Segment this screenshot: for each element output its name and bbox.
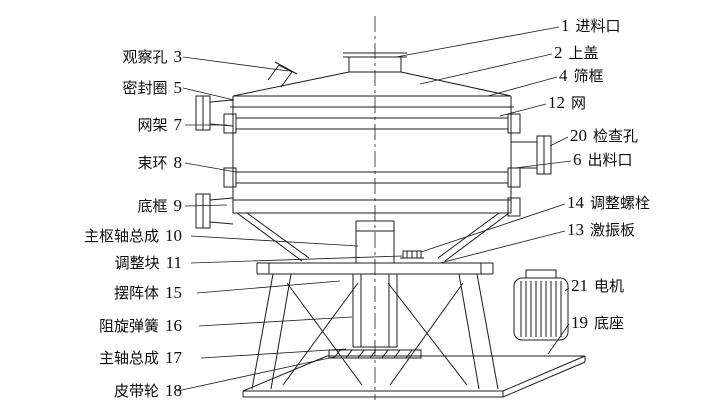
part-name: 底座: [594, 314, 625, 332]
part-number: 20: [570, 126, 587, 145]
part-number: 11: [165, 253, 182, 272]
part-number: 4: [559, 66, 568, 85]
adjust-bolt-block: [400, 250, 424, 259]
part-name: 进料口: [575, 17, 621, 35]
label-base: 19 底座: [571, 313, 625, 333]
label-clamp-ring: 束环 8: [8, 153, 183, 173]
base-plate: [242, 355, 586, 398]
leader-lines: [176, 26, 572, 392]
label-discharge-outlet: 6 出料口: [573, 150, 633, 170]
part-number: 16: [165, 316, 182, 335]
label-anti-rotation-spring: 阻旋弹簧 16: [8, 316, 182, 336]
sieve-body: [223, 95, 521, 217]
observation-pipe: [267, 61, 298, 88]
part-number: 12: [548, 93, 565, 112]
label-mesh: 12 网: [548, 93, 587, 113]
part-number: 13: [567, 220, 584, 239]
label-inspection-hole: 20 检查孔: [570, 126, 639, 146]
label-seal-ring: 密封圈 5: [8, 78, 183, 98]
label-adjust-bolt: 14 调整螺栓: [567, 193, 651, 213]
part-name: 调整块: [114, 254, 160, 272]
part-name: 上盖: [568, 44, 599, 62]
part-name: 激振板: [590, 221, 636, 239]
label-belt-pulley: 皮带轮 18: [8, 381, 182, 401]
part-number: 3: [173, 47, 183, 66]
part-name: 底框: [137, 197, 168, 215]
part-name: 调整螺栓: [590, 194, 651, 212]
label-motor: 21 电机: [571, 276, 625, 296]
label-oscillator-body: 摆阵体 15: [8, 283, 182, 303]
part-number: 14: [567, 193, 584, 212]
label-sieve-frame: 4 筛框: [559, 66, 604, 86]
main-shaft-column: [352, 274, 398, 348]
excitation-plate: [256, 262, 494, 275]
feed-inlet-pipe: [343, 52, 407, 72]
part-name: 筛框: [573, 67, 604, 85]
part-number: 18: [165, 381, 182, 400]
part-name: 网: [571, 94, 587, 112]
motor-body: [513, 269, 569, 341]
label-excitation-plate: 13 激振板: [567, 220, 636, 240]
part-name: 观察孔: [122, 48, 168, 66]
part-number: 7: [173, 115, 183, 134]
belt-pulley-disc: [328, 349, 422, 359]
part-number: 15: [165, 283, 182, 302]
part-number: 17: [165, 348, 182, 367]
label-main-shaft-assembly: 主轴总成 17: [8, 348, 182, 368]
part-name: 检查孔: [593, 127, 639, 145]
part-name: 出料口: [587, 151, 633, 169]
part-number: 1: [561, 16, 570, 35]
part-name: 阻旋弹簧: [98, 317, 159, 335]
left-spout-pipes: [195, 95, 234, 229]
label-bottom-frame: 底框 9: [8, 196, 183, 216]
label-top-cover: 2 上盖: [554, 43, 599, 63]
part-number: 2: [554, 43, 563, 62]
part-name: 主轴总成: [98, 349, 159, 367]
part-number: 8: [173, 153, 183, 172]
part-number: 10: [165, 226, 182, 245]
label-main-pivot-assembly: 主枢轴总成 10: [8, 226, 182, 246]
lower-bowl: [236, 212, 510, 262]
part-name: 束环: [137, 154, 168, 172]
part-name: 电机: [594, 277, 625, 295]
part-name: 密封圈: [122, 79, 168, 97]
support-legs: [251, 273, 499, 390]
part-name: 网架: [137, 116, 168, 134]
part-name: 皮带轮: [113, 382, 159, 400]
vibrator-box: [355, 220, 395, 263]
part-name: 摆阵体: [113, 284, 159, 302]
part-number: 9: [173, 196, 183, 215]
part-number: 5: [173, 78, 183, 97]
label-feed-inlet: 1 进料口: [561, 16, 621, 36]
part-number: 6: [573, 150, 582, 169]
part-number: 19: [571, 313, 588, 332]
part-name: 主枢轴总成: [83, 227, 159, 245]
part-number: 21: [571, 276, 588, 295]
label-observation-hole: 观察孔 3: [8, 47, 183, 67]
top-cover: [232, 71, 512, 97]
label-mesh-frame: 网架 7: [8, 115, 183, 135]
right-outlet-pipe: [511, 135, 552, 175]
label-adjust-block: 调整块 11: [8, 253, 182, 273]
